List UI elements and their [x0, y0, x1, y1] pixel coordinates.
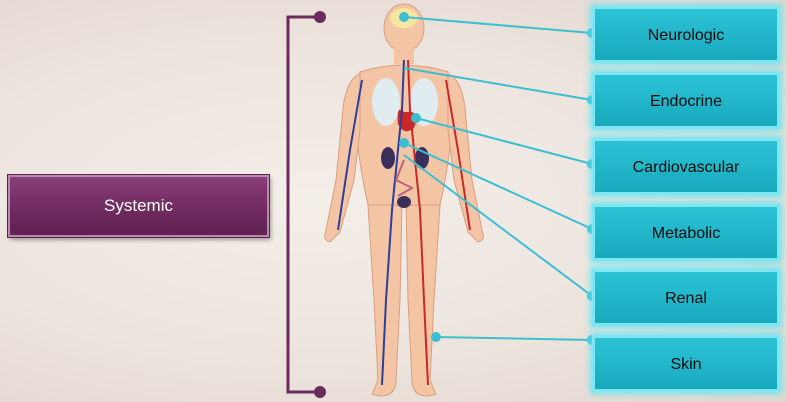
bracket-top-dot: [314, 11, 326, 23]
category-endocrine: Endocrine: [592, 72, 780, 129]
category-label: Neurologic: [648, 27, 724, 45]
category-cardiovascular: Cardiovascular: [592, 138, 780, 195]
systemic-label: Systemic: [104, 196, 173, 216]
category-neurologic: Neurologic: [592, 6, 780, 63]
bracket: [288, 11, 326, 398]
category-label: Endocrine: [650, 93, 722, 111]
category-label: Cardiovascular: [633, 159, 740, 177]
category-skin: Skin: [592, 335, 780, 392]
category-label: Renal: [665, 290, 707, 308]
connector-neurologic: [404, 17, 592, 33]
systemic-label-box: Systemic: [8, 175, 269, 237]
bracket-bottom-dot: [314, 386, 326, 398]
category-metabolic: Metabolic: [592, 204, 780, 261]
category-label: Metabolic: [652, 225, 720, 243]
category-label: Skin: [670, 356, 701, 374]
connector-skin: [436, 337, 592, 340]
category-renal: Renal: [592, 269, 780, 326]
